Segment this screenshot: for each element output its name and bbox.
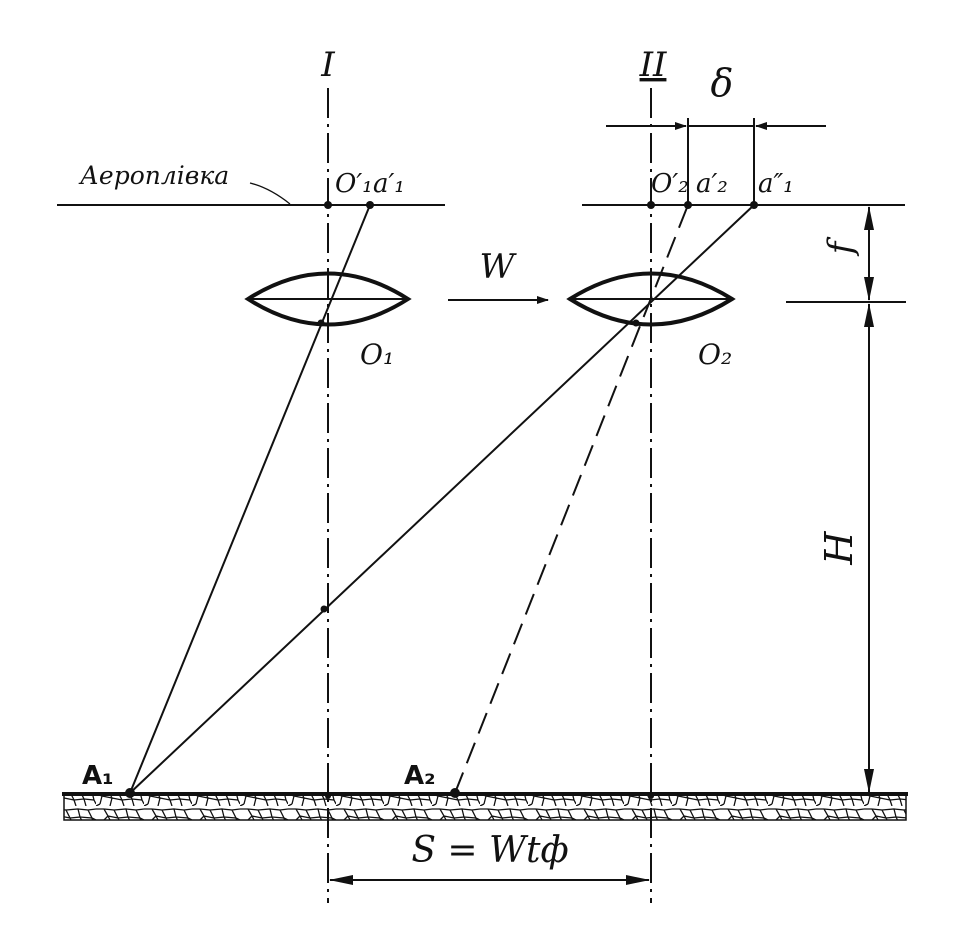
point-ground-axis-second: [648, 793, 654, 799]
axis-label-second: II: [639, 45, 667, 85]
label-a1-prime: a′₁: [373, 169, 405, 199]
lens-first: [244, 271, 412, 327]
label-a2-prime: a′₂: [696, 169, 728, 199]
delta-label: δ: [711, 61, 734, 105]
label-o2: O₂: [698, 338, 732, 371]
ground-strip: [63, 793, 907, 821]
point-ground-a2: [450, 788, 460, 798]
point-ground-a1: [125, 788, 135, 798]
point-o1-prime: [324, 201, 332, 209]
point-a1-prime: [366, 201, 374, 209]
ray-a2-to-a2-prime: [454, 204, 689, 794]
point-ray-cross: [320, 605, 328, 613]
label-ground-a1: A₁: [82, 761, 114, 791]
film-label: Аероплівка: [78, 161, 229, 190]
film-label-leader: [249, 182, 291, 205]
point-o2: [632, 319, 640, 327]
lens-second: [566, 271, 736, 327]
label-a1-double: a″₁: [758, 169, 794, 199]
velocity-label: W: [480, 247, 518, 287]
focal-label: f: [821, 236, 861, 257]
point-o2-prime: [647, 201, 655, 209]
label-o1-prime: O′₁: [335, 169, 373, 199]
height-label: H: [817, 531, 861, 566]
axis-label-first: I: [320, 45, 335, 85]
ray-a1-to-a1-prime: [129, 204, 371, 794]
distance-formula: S = Wtф: [411, 830, 568, 871]
point-o1: [317, 319, 325, 327]
label-o1: O₁: [360, 338, 394, 371]
point-ground-axis-first: [325, 793, 331, 799]
ray-a1-to-a1-double: [129, 204, 755, 794]
label-ground-a2: A₂: [404, 761, 436, 791]
label-o2-prime: O′₂: [651, 169, 689, 199]
